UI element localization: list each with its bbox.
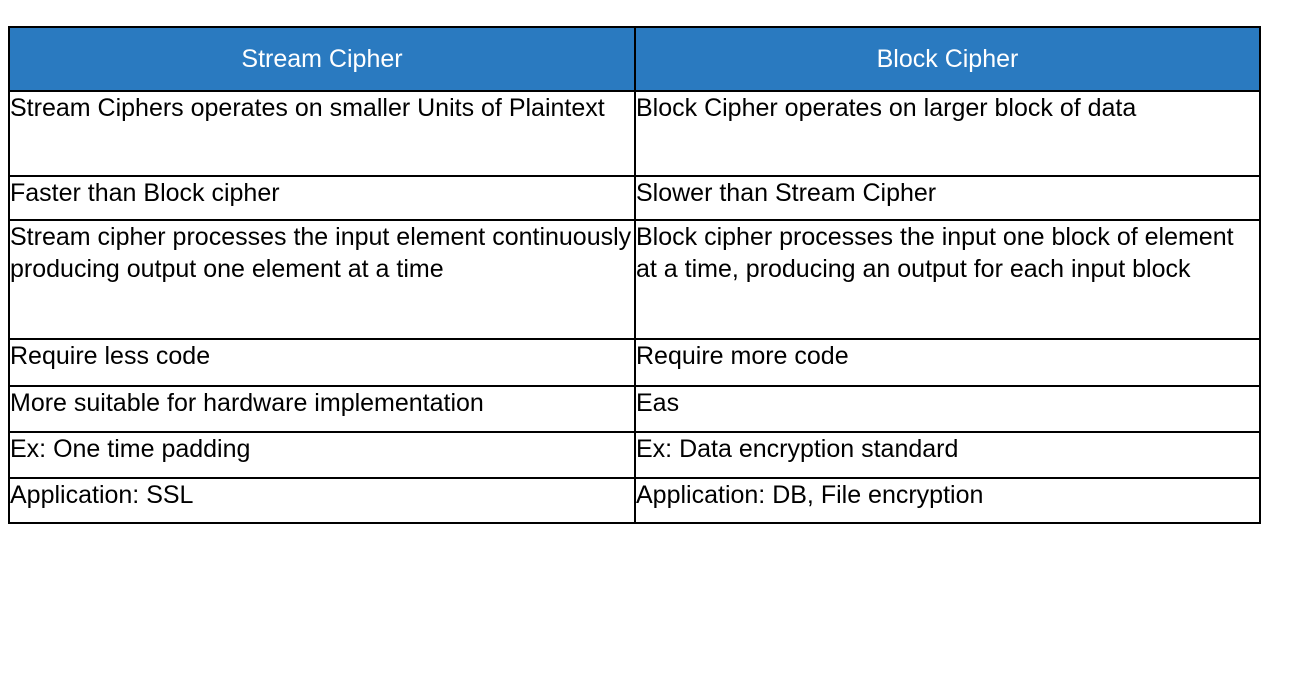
cipher-comparison-table: Stream Cipher Block Cipher Stream Cipher… xyxy=(8,26,1261,524)
table-header-row: Stream Cipher Block Cipher xyxy=(8,26,1261,92)
cell-stream-cipher-7: Application: SSL xyxy=(8,477,636,524)
table-body: Stream Ciphers operates on smaller Units… xyxy=(8,90,1261,524)
table-row: Faster than Block cipher Slower than Str… xyxy=(8,175,1261,221)
cell-block-cipher-6: Ex: Data encryption standard xyxy=(634,431,1261,479)
column-header-stream-cipher: Stream Cipher xyxy=(8,26,636,92)
cell-block-cipher-5: Eas xyxy=(634,385,1261,433)
table-row: Ex: One time padding Ex: Data encryption… xyxy=(8,431,1261,479)
cell-block-cipher-1: Block Cipher operates on larger block of… xyxy=(634,90,1261,177)
column-header-block-cipher: Block Cipher xyxy=(634,26,1261,92)
cell-block-cipher-2: Slower than Stream Cipher xyxy=(634,175,1261,221)
table-row: More suitable for hardware implementatio… xyxy=(8,385,1261,433)
table-header: Stream Cipher Block Cipher xyxy=(8,26,1261,92)
cell-stream-cipher-5: More suitable for hardware implementatio… xyxy=(8,385,636,433)
cell-block-cipher-4: Require more code xyxy=(634,338,1261,387)
cell-block-cipher-3: Block cipher processes the input one blo… xyxy=(634,219,1261,340)
cell-stream-cipher-6: Ex: One time padding xyxy=(8,431,636,479)
cell-stream-cipher-3: Stream cipher processes the input elemen… xyxy=(8,219,636,340)
table-row: Require less code Require more code xyxy=(8,338,1261,387)
table-row: Application: SSL Application: DB, File e… xyxy=(8,477,1261,524)
cell-block-cipher-7: Application: DB, File encryption xyxy=(634,477,1261,524)
table-row: Stream cipher processes the input elemen… xyxy=(8,219,1261,340)
table-row: Stream Ciphers operates on smaller Units… xyxy=(8,90,1261,177)
cell-stream-cipher-1: Stream Ciphers operates on smaller Units… xyxy=(8,90,636,177)
cell-stream-cipher-2: Faster than Block cipher xyxy=(8,175,636,221)
cell-stream-cipher-4: Require less code xyxy=(8,338,636,387)
